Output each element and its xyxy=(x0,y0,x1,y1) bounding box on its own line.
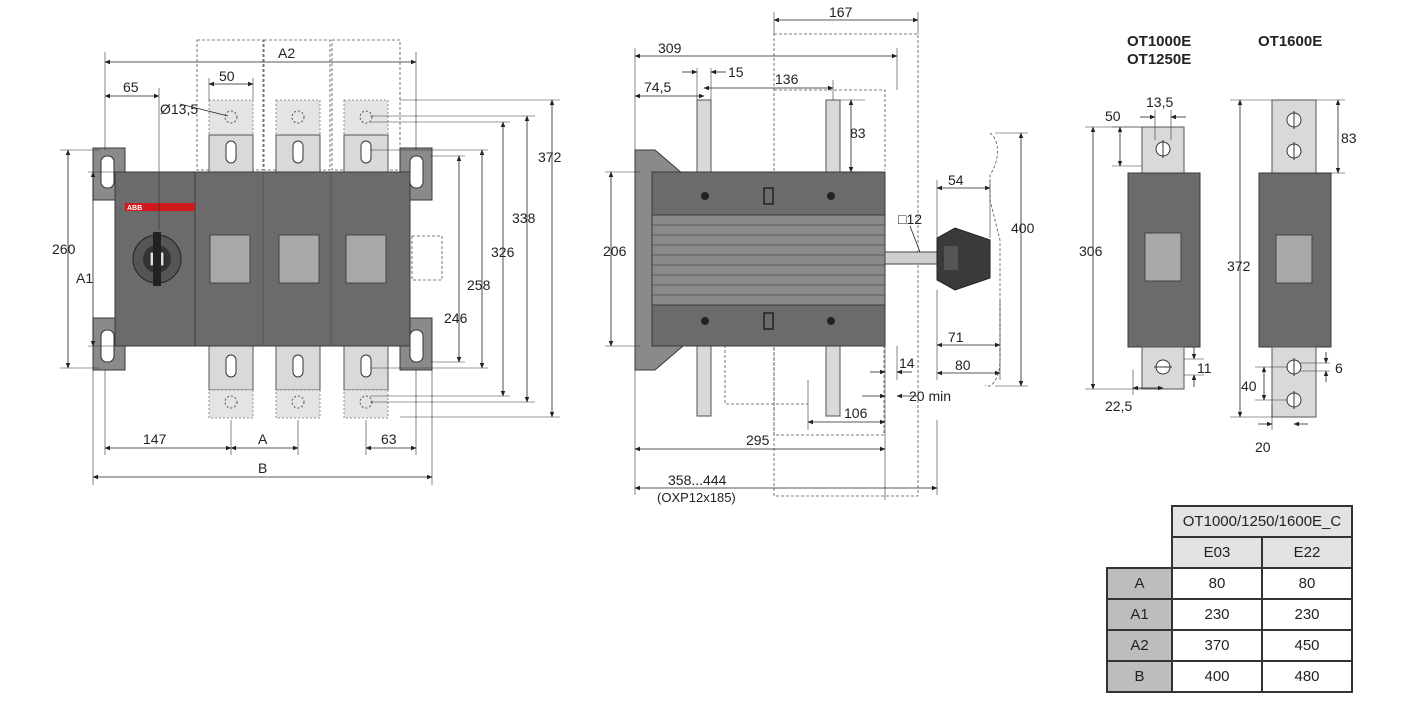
dim-15: 15 xyxy=(728,64,744,80)
title-ot1600e: OT1600E xyxy=(1258,33,1322,50)
column-header-e03: E03 xyxy=(1171,536,1263,569)
dim-309: 309 xyxy=(658,40,682,56)
dim-6: 6 xyxy=(1335,360,1343,376)
title-ot1250e: OT1250E xyxy=(1127,51,1191,68)
dim-20: 20 xyxy=(1255,439,1271,455)
dim-a1: A1 xyxy=(76,270,93,286)
rotary-handle-icon xyxy=(132,232,182,286)
dim-400: 400 xyxy=(1011,220,1035,236)
dim-74-5: 74,5 xyxy=(644,79,671,95)
dim-50-small: 50 xyxy=(1105,108,1121,124)
dim-80: 80 xyxy=(955,357,971,373)
dim-40: 40 xyxy=(1241,378,1257,394)
ot1000-side: 13,5 50 306 11 22,5 xyxy=(1079,94,1212,414)
dim-b: B xyxy=(258,460,267,476)
dim-square-12: □12 xyxy=(898,211,922,227)
dim-83: 83 xyxy=(850,125,866,141)
table-corner xyxy=(1107,506,1172,537)
table-row: A2 370 450 xyxy=(1106,629,1353,662)
dim-83-small: 83 xyxy=(1341,130,1357,146)
table-corner xyxy=(1107,537,1172,568)
table-row: A 80 80 xyxy=(1106,567,1353,600)
dim-326: 326 xyxy=(491,244,515,260)
front-view: ABB A2 65 50 Ø13,5 xyxy=(52,39,562,485)
dim-258: 258 xyxy=(467,277,491,293)
front-dimensions: A2 65 50 Ø13,5 260 A1 372 xyxy=(52,45,562,485)
table-header: OT1000/1250/1600E_C xyxy=(1171,505,1353,538)
dim-71: 71 xyxy=(948,329,964,345)
row-label: A2 xyxy=(1106,629,1173,662)
dimension-table: OT1000/1250/1600E_C E03 E22 A 80 80 A1 2… xyxy=(1106,505,1353,693)
cell-e03: 370 xyxy=(1171,629,1263,662)
row-label: A xyxy=(1106,567,1173,600)
ot1600-side: 83 372 6 40 20 xyxy=(1227,99,1357,455)
dim-260: 260 xyxy=(52,241,76,257)
dim-295: 295 xyxy=(746,432,770,448)
dim-372: 372 xyxy=(538,149,562,165)
dim-106: 106 xyxy=(844,405,868,421)
dim-147: 147 xyxy=(143,431,167,447)
cell-e03: 230 xyxy=(1171,598,1263,631)
cell-e03: 80 xyxy=(1171,567,1263,600)
dim-11: 11 xyxy=(1197,360,1212,376)
dim-hole-13-5: Ø13,5 xyxy=(160,101,198,117)
side-view: 167 309 15 74,5 136 83 206 □12 xyxy=(603,4,1035,505)
dim-338: 338 xyxy=(512,210,536,226)
dim-306: 306 xyxy=(1079,243,1103,259)
dim-54: 54 xyxy=(948,172,964,188)
dim-136: 136 xyxy=(775,71,799,87)
dim-167: 167 xyxy=(829,4,853,20)
row-label: A1 xyxy=(1106,598,1173,631)
dim-a: A xyxy=(258,431,268,447)
cell-e22: 480 xyxy=(1261,660,1353,693)
dim-206: 206 xyxy=(603,243,627,259)
title-ot1000e: OT1000E xyxy=(1127,33,1191,50)
cell-e03: 400 xyxy=(1171,660,1263,693)
lower-terminals xyxy=(208,345,389,419)
row-label: B xyxy=(1106,660,1173,693)
side-dimensions: 167 309 15 74,5 136 83 206 □12 xyxy=(603,4,1035,505)
dim-63: 63 xyxy=(381,431,397,447)
small-views: OT1000E OT1250E OT1600E 13,5 50 30 xyxy=(1079,33,1357,455)
cell-e22: 80 xyxy=(1261,567,1353,600)
dim-14: 14 xyxy=(899,355,915,371)
cell-e22: 450 xyxy=(1261,629,1353,662)
side-handle-icon xyxy=(936,227,991,291)
dim-oxp-note: (OXP12x185) xyxy=(657,490,736,505)
upper-terminals xyxy=(208,99,389,174)
table-row: A1 230 230 xyxy=(1106,598,1353,631)
cell-e22: 230 xyxy=(1261,598,1353,631)
abb-logo: ABB xyxy=(127,205,142,212)
abb-logo-strip xyxy=(125,203,195,211)
dim-a2: A2 xyxy=(278,45,295,61)
dim-20-min: 20 min xyxy=(909,388,951,404)
dim-358-444: 358...444 xyxy=(668,472,727,488)
dim-246: 246 xyxy=(444,310,468,326)
dim-65: 65 xyxy=(123,79,139,95)
dim-372-small: 372 xyxy=(1227,258,1251,274)
dim-13-5-small: 13,5 xyxy=(1146,94,1173,110)
table-row: B 400 480 xyxy=(1106,660,1353,693)
dim-22-5: 22,5 xyxy=(1105,398,1132,414)
dim-50: 50 xyxy=(219,68,235,84)
column-header-e22: E22 xyxy=(1261,536,1353,569)
